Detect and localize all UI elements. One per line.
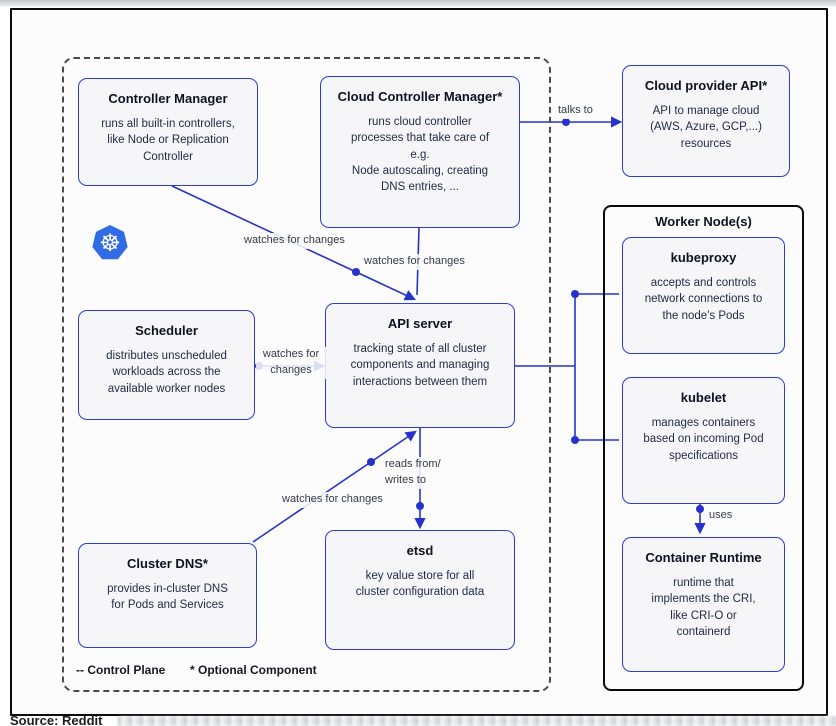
kubelet-title: kubelet xyxy=(680,390,727,405)
cluster-dns-title: Cluster DNS* xyxy=(127,556,208,571)
etsd-body: key value store for all cluster configur… xyxy=(355,570,485,599)
container-runtime-box: Container Runtime runtime that implement… xyxy=(622,537,785,672)
edge-label-reads-writes: reads from/ writes to xyxy=(383,457,443,489)
kubeproxy-box: kubeproxy accepts and controls network c… xyxy=(622,237,785,354)
api-server-title: API server xyxy=(387,316,453,331)
container-runtime-title: Container Runtime xyxy=(645,550,762,565)
cluster-dns-body: provides in-cluster DNS for Pods and Ser… xyxy=(107,583,228,612)
api-server-box: API server tracking state of all cluster… xyxy=(325,303,515,428)
edge-label-watches-cloud-controller-manager: watches for changes xyxy=(362,254,467,270)
etsd-box: etsd key value store for all cluster con… xyxy=(325,530,515,650)
edge-label-talks-to: talks to xyxy=(556,103,595,119)
top-artifact-strip xyxy=(0,0,836,7)
etsd-title: etsd xyxy=(406,543,434,558)
scheduler-title: Scheduler xyxy=(135,323,198,338)
source-attribution: Source: Reddit xyxy=(10,713,103,726)
scheduler-box: Scheduler distributes unscheduled worklo… xyxy=(78,310,255,420)
kubeproxy-body: accepts and controls network connections… xyxy=(644,277,763,322)
container-runtime-body: runtime that implements the CRI, like CR… xyxy=(651,577,756,638)
cloud-provider-api-body: API to manage cloud (AWS, Azure, GCP,...… xyxy=(650,105,762,150)
legend-control-plane: -- Control Plane xyxy=(76,663,166,677)
legend-optional-component: * Optional Component xyxy=(190,663,317,677)
kubeproxy-title: kubeproxy xyxy=(670,250,737,265)
worker-node-container: Worker Node(s) kubeproxy accepts and con… xyxy=(603,205,804,691)
edge-label-watches-scheduler: watches for changes xyxy=(256,347,326,379)
kubelet-body: manages containers based on incoming Pod… xyxy=(643,417,764,462)
scheduler-body: distributes unscheduled workloads across… xyxy=(106,350,227,395)
cloud-controller-manager-title: Cloud Controller Manager* xyxy=(337,89,503,104)
edge-label-uses: uses xyxy=(707,508,735,524)
cloud-controller-manager-box: Cloud Controller Manager* runs cloud con… xyxy=(320,76,520,228)
edge-label-watches-cluster-dns: watches for changes xyxy=(280,492,385,508)
kubelet-box: kubelet manages containers based on inco… xyxy=(622,377,785,504)
cloud-controller-manager-body: runs cloud controller processes that tak… xyxy=(350,116,490,194)
controller-manager-body: runs all built-in controllers, like Node… xyxy=(101,118,235,163)
cloud-provider-api-box: Cloud provider API* API to manage cloud … xyxy=(622,65,790,177)
bottom-artifact-strip xyxy=(118,716,836,726)
cluster-dns-box: Cluster DNS* provides in-cluster DNS for… xyxy=(78,543,257,648)
api-server-body: tracking state of all cluster components… xyxy=(350,343,490,388)
cloud-provider-api-title: Cloud provider API* xyxy=(644,78,768,93)
controller-manager-title: Controller Manager xyxy=(108,91,228,106)
controller-manager-box: Controller Manager runs all built-in con… xyxy=(78,78,258,186)
edge-label-watches-controller-manager: watches for changes xyxy=(242,233,347,249)
control-plane-container xyxy=(62,57,551,692)
worker-node-title: Worker Node(s) xyxy=(655,214,752,229)
